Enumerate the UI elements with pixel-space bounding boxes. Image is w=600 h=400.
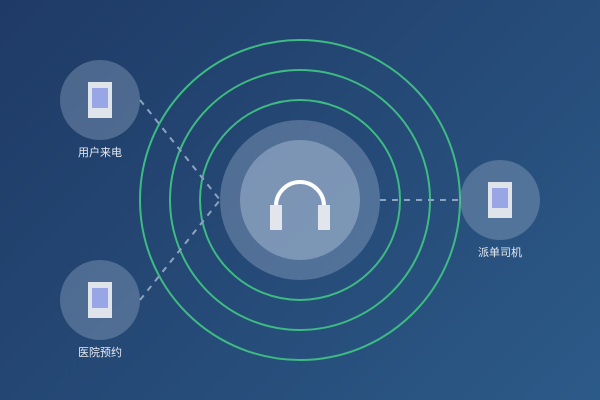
node-user-call [60,60,140,140]
hub-center [220,120,380,280]
phone-icon [88,282,112,318]
connector-hospital-booking [139,199,221,301]
hub-inner-circle [240,140,360,260]
phone-icon [88,82,112,118]
connector-user-call [139,99,221,201]
ring-outer [139,39,461,361]
node-label-user-call: 用户来电 [78,146,122,159]
node-dispatch-driver [460,160,540,240]
phone-icon [488,182,512,218]
node-label-hospital-booking: 医院预约 [78,346,122,359]
node-hospital-booking [60,260,140,340]
node-label-dispatch-driver: 派单司机 [478,246,522,259]
ring-inner [199,99,401,301]
headphones-icon [270,180,330,230]
